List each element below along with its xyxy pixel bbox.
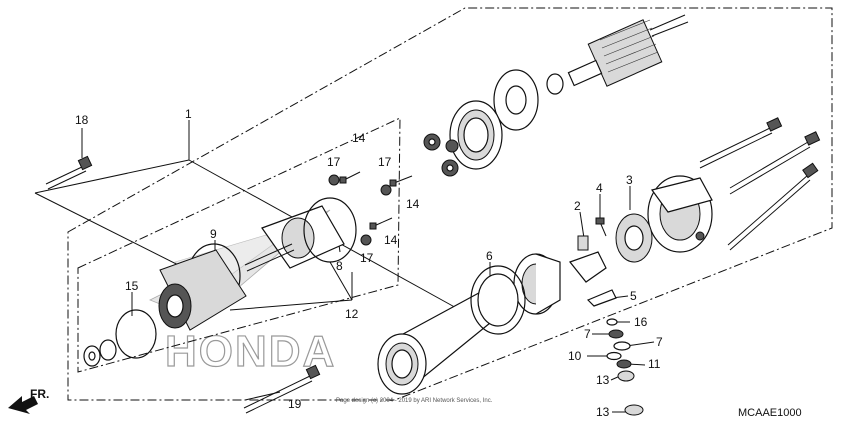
callout-1: 1: [185, 107, 192, 121]
callout-19: 19: [288, 397, 302, 411]
callout-14a: 14: [352, 131, 366, 145]
diagram-code: MCAAE1000: [738, 407, 802, 419]
callout-18: 18: [75, 113, 89, 127]
screw: [595, 217, 607, 237]
brush-cover: [513, 253, 561, 315]
front-housing: [244, 197, 357, 272]
callout-7a: 7: [584, 327, 591, 341]
callout-14b: 14: [406, 197, 420, 211]
armature: [546, 14, 689, 95]
bolt-18: [45, 155, 93, 190]
callout-11: 11: [648, 357, 661, 371]
brush-terminal: [569, 235, 617, 307]
callout-5: 5: [630, 289, 637, 303]
assembly-outline: [67, 7, 833, 401]
callout-13b: 13: [596, 405, 610, 419]
through-bolts: [699, 117, 821, 251]
motor-case: [377, 265, 526, 395]
callout-7b: 7: [656, 335, 663, 349]
callout-15: 15: [125, 279, 139, 293]
terminal-hardware: [606, 318, 644, 416]
callout-17a: 17: [327, 155, 341, 169]
fr-label: FR.: [30, 387, 49, 401]
callout-4: 4: [596, 181, 603, 195]
callout-13a: 13: [596, 373, 610, 387]
callout-16: 16: [634, 315, 648, 329]
callout-9: 9: [210, 227, 217, 241]
bolt-19: [243, 364, 321, 414]
mounting-fasteners: [328, 171, 413, 246]
gear-set: [423, 69, 539, 177]
brush-holder: [615, 213, 653, 263]
callout-12: 12: [345, 307, 359, 321]
front-washer-nut: [83, 339, 117, 367]
copyright-notice: Page design (c) 2004 - 2019 by ARI Netwo…: [336, 398, 493, 404]
callout-6: 6: [486, 249, 493, 263]
front-direction-indicator: FR.: [8, 387, 49, 414]
leader-lines: [34, 120, 655, 413]
callout-10: 10: [568, 349, 582, 363]
honda-wordmark: HONDA: [165, 327, 336, 376]
drive-assembly: [115, 243, 247, 359]
callout-2: 2: [574, 199, 581, 213]
rear-cover: [647, 175, 713, 253]
callout-17c: 17: [360, 251, 374, 265]
callout-17b: 17: [378, 155, 392, 169]
callout-labels: 1 2 3 4 5 6 7 7 8 9 10 11 12 13 13 14 14…: [75, 107, 663, 419]
callout-14c: 14: [384, 233, 398, 247]
callout-8: 8: [336, 259, 343, 273]
callout-3: 3: [626, 173, 633, 187]
